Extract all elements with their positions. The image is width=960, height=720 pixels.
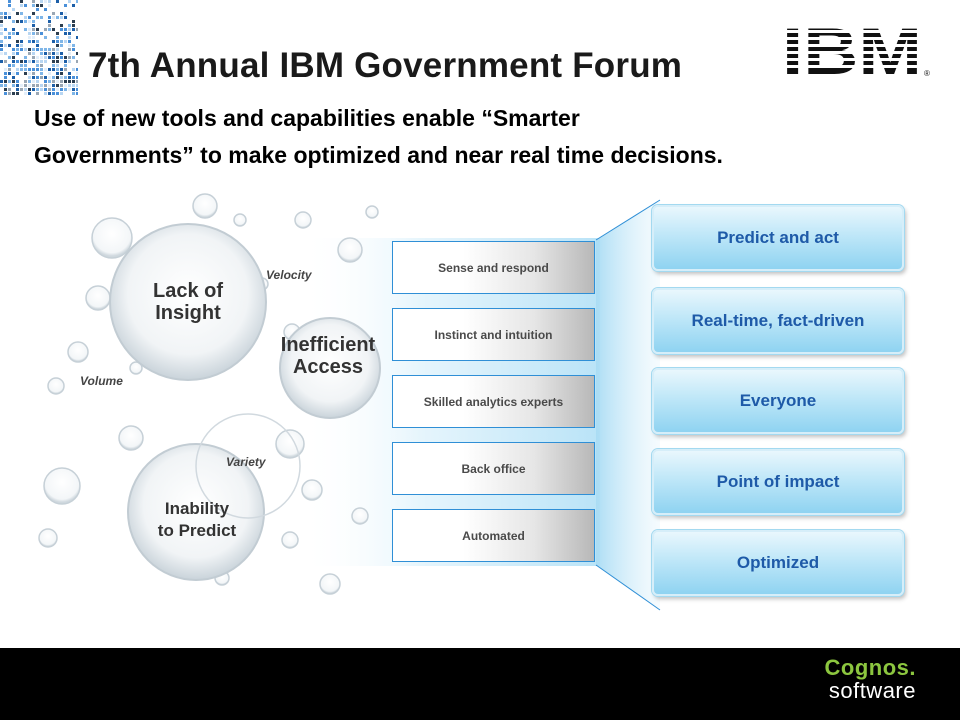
- lack-of-insight-line-1: Lack of: [152, 280, 224, 302]
- result-point-of-impact-label: Point of impact: [716, 472, 840, 491]
- result-predict-and-act-label: Predict and act: [717, 228, 839, 247]
- svg-text:®: ®: [924, 69, 930, 78]
- step-automated: Automated: [392, 509, 595, 562]
- result-optimized-label: Optimized: [736, 553, 820, 572]
- step-back-office: Back office: [392, 442, 595, 495]
- bubble-inefficient-access: [279, 317, 381, 419]
- bubble-inability: [127, 443, 265, 581]
- software-brand: software: [828, 678, 916, 703]
- funnel-edge-top: [595, 199, 661, 241]
- headline: Use of new tools and capabilities enable…: [34, 100, 934, 174]
- result-everyone: Everyone: [652, 368, 904, 434]
- inefficient-access-line-1: Inefficient: [280, 334, 376, 356]
- forum-title: 7th Annual IBM Government Forum: [88, 46, 683, 85]
- headline-line-2: Governments” to make optimized and near …: [34, 142, 723, 168]
- result-real-time-fact-driven: Real-time, fact-driven: [652, 288, 904, 354]
- inefficient-access-label: Inefficient Access: [258, 334, 398, 378]
- headline-line-1: Use of new tools and capabilities enable…: [34, 105, 580, 131]
- bubble-lack-of-insight: [109, 223, 267, 381]
- cognos-brand: Cognos.: [824, 655, 916, 680]
- inefficient-access-line-2: Access: [292, 356, 364, 378]
- result-real-time-label: Real-time, fact-driven: [691, 311, 865, 330]
- step-instinct-and-intuition: Instinct and intuition: [392, 308, 595, 361]
- ibm-logo-icon: IBM ®: [782, 22, 932, 80]
- funnel-shape: [596, 200, 660, 610]
- result-predict-and-act: Predict and act: [652, 205, 904, 271]
- result-everyone-label: Everyone: [739, 391, 817, 410]
- inability-to-predict-label: Inability to Predict: [132, 498, 262, 542]
- small-bubbles: [38, 193, 379, 595]
- inability-line-2: to Predict: [157, 521, 237, 540]
- bubble-variety-ring: [195, 413, 301, 519]
- step-skilled-analytics-experts: Skilled analytics experts: [392, 375, 595, 428]
- volume-label: Volume: [80, 374, 123, 388]
- result-optimized: Optimized: [652, 530, 904, 596]
- inability-line-1: Inability: [164, 499, 230, 518]
- pixel-mosaic-icon: [0, 0, 78, 95]
- footer-bar: [0, 648, 960, 720]
- variety-label: Variety: [226, 455, 266, 469]
- velocity-label: Velocity: [266, 268, 312, 282]
- lack-of-insight-label: Lack of Insight: [128, 280, 248, 324]
- result-point-of-impact: Point of impact: [652, 449, 904, 515]
- lack-of-insight-line-2: Insight: [155, 302, 221, 324]
- step-sense-and-respond: Sense and respond: [392, 241, 595, 294]
- funnel-edge-bottom: [595, 564, 661, 611]
